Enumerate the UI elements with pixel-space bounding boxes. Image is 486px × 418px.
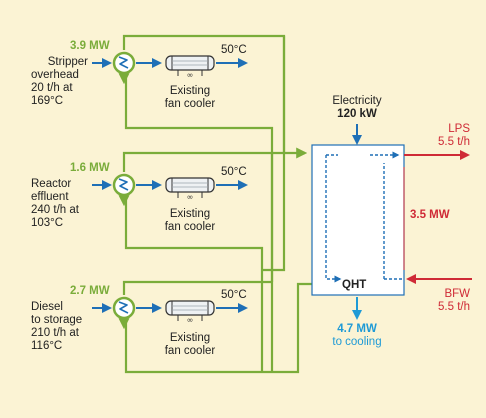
- stream-1-outlet-temp: 50°C: [221, 44, 247, 56]
- stream-3-outlet-temp: 50°C: [221, 289, 247, 301]
- stream-2-cooler-2: fan cooler: [164, 221, 216, 233]
- qht-internal-loops: [325, 151, 400, 283]
- stream-2-name-2: effluent: [31, 191, 69, 203]
- stream-3-cooler-1: Existing: [169, 332, 211, 344]
- heat-exchanger-icon: [112, 51, 136, 75]
- stream-2-flow: 240 t/h at: [31, 204, 79, 216]
- stream-3-name-1: Diesel: [31, 301, 63, 313]
- fan-cooler-icon: [165, 55, 215, 81]
- lps-label: LPS: [448, 123, 470, 135]
- stream-3-cooler-2: fan cooler: [164, 345, 216, 357]
- qht-label: QHT: [342, 279, 367, 291]
- green-loop-lines: [118, 34, 312, 374]
- cooling-value: 4.7 MW: [337, 323, 377, 335]
- stream-1-name-1: Stripper: [47, 56, 88, 68]
- stream-1-cooler-2: fan cooler: [164, 98, 216, 110]
- qht-internal-duty: 3.5 MW: [410, 209, 450, 221]
- stream-2-temp: 103°C: [31, 217, 64, 229]
- bfw-flow: 5.5 t/h: [438, 301, 470, 313]
- stream-1-flow: 20 t/h at: [31, 82, 73, 94]
- heat-exchanger-icon: [112, 296, 136, 320]
- fan-cooler-icon: [165, 300, 215, 326]
- process-stream-lines: [92, 58, 248, 313]
- heat-exchanger-icon: [112, 173, 136, 197]
- stream-3-duty: 2.7 MW: [70, 285, 110, 297]
- electricity-value: 120 kW: [337, 108, 377, 120]
- stream-2-cooler-1: Existing: [169, 208, 211, 220]
- stream-2-outlet-temp: 50°C: [221, 166, 247, 178]
- electricity-label: Electricity: [332, 95, 382, 107]
- stream-3-temp: 116°C: [31, 340, 63, 352]
- fan-cooler-icon: [165, 177, 215, 203]
- stream-2-duty: 1.6 MW: [70, 162, 110, 174]
- stream-1-duty: 3.9 MW: [70, 40, 110, 52]
- cooling-label: to cooling: [332, 336, 382, 348]
- bfw-label: BFW: [444, 288, 470, 300]
- stream-1-name-2: overhead: [31, 69, 79, 81]
- stream-3-name-2: to storage: [31, 314, 83, 326]
- stream-1-cooler-1: Existing: [169, 85, 211, 97]
- stream-2-name-1: Reactor: [31, 178, 72, 190]
- stream-1-temp: 169°C: [31, 95, 64, 107]
- qht-unit: [311, 144, 405, 296]
- lps-flow: 5.5 t/h: [438, 136, 470, 148]
- stream-3-flow: 210 t/h at: [31, 327, 79, 339]
